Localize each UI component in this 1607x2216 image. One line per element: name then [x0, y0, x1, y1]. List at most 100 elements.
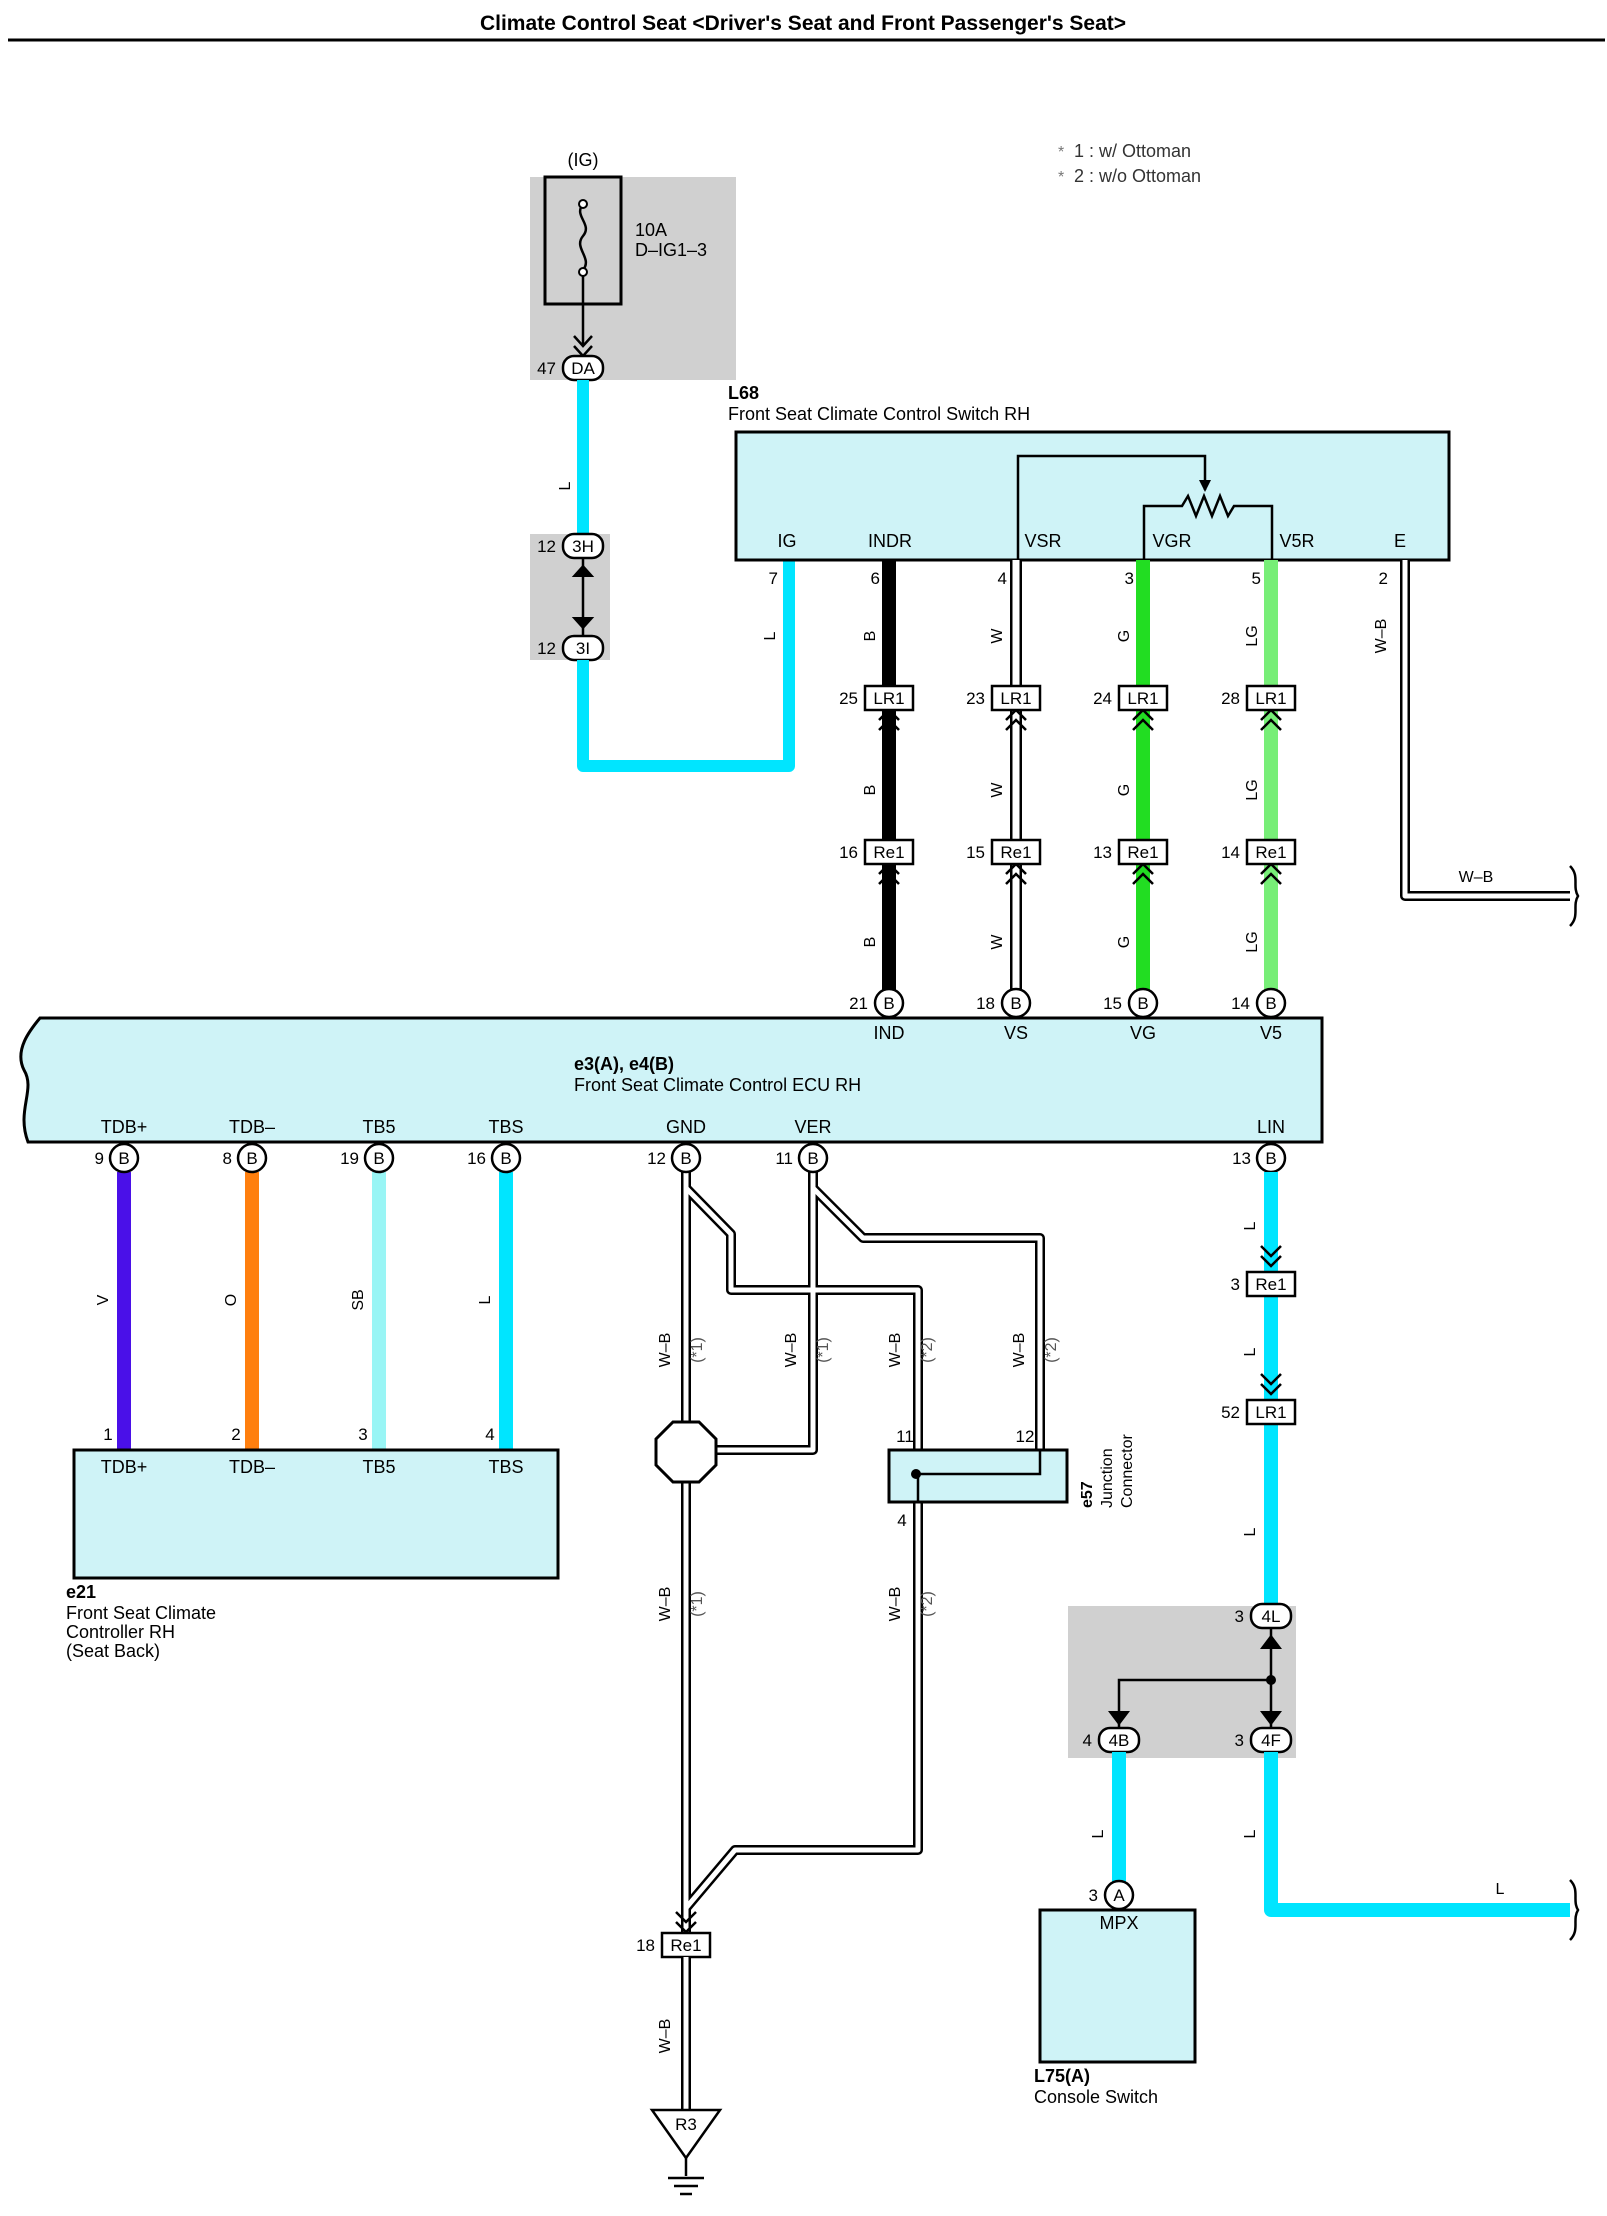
signal-wire-labels: B B B W W W G G G LG LG LG	[862, 625, 1261, 952]
ecu-box	[19, 1016, 1324, 1144]
label-gnd-wb-3: W–B	[657, 1587, 674, 1622]
ecu-pin-14-num: 14	[1231, 994, 1250, 1013]
ecu-pin-9	[108, 1142, 140, 1174]
ecu-pin-18-num: 18	[976, 994, 995, 1013]
lr1-pin-24: 24	[1093, 689, 1112, 708]
ecu-pin-8-num: 8	[223, 1149, 232, 1168]
e21-term-tdb-plus: TDB+	[101, 1457, 148, 1477]
lin-junction-arrows	[1108, 1634, 1282, 1726]
l68-term-e: E	[1394, 531, 1406, 551]
ecu-pin-18-conn: B	[1010, 994, 1021, 1013]
l68-term-vsr: VSR	[1024, 531, 1061, 551]
ecu-pin-15	[1127, 987, 1159, 1019]
inline-lr1-row: LR1 25 LR1 23 LR1 24 LR1 28	[839, 684, 1297, 731]
lr1-pin-25: 25	[839, 689, 858, 708]
l68-switch-box	[734, 430, 1451, 562]
ecu-pin-19	[363, 1142, 395, 1174]
re1-conn-14: Re1	[1255, 843, 1286, 862]
pot-wiper-arrow	[1199, 480, 1211, 492]
label-gnd-opt1-1: (*1)	[689, 1337, 706, 1363]
ecu-pin-16	[490, 1142, 522, 1174]
connector-4l-label: 4L	[1262, 1607, 1281, 1626]
label-indr-3: B	[862, 937, 879, 948]
label-gnd-wb-2: W–B	[887, 1333, 904, 1368]
e57-name-1: Junction	[1099, 1448, 1116, 1508]
ground-point-r3	[649, 2108, 723, 2161]
ecu-pin-13-conn: B	[1265, 1149, 1276, 1168]
ground-wires-wb	[683, 1172, 1043, 1950]
ecu-pin-19-num: 19	[340, 1149, 359, 1168]
label-out-wire-v: L	[1242, 1829, 1259, 1838]
e-wire-continuation-break	[1569, 865, 1580, 927]
re1-pin-16: 16	[839, 843, 858, 862]
label-v5r-1: LG	[1244, 625, 1261, 646]
lin-re1-connector	[1245, 1270, 1297, 1298]
lr1-conn-25: LR1	[873, 689, 904, 708]
e57-internal-bus	[916, 1450, 1042, 1476]
label-gnd-wb-4: W–B	[887, 1587, 904, 1622]
l75-name: Console Switch	[1034, 2087, 1158, 2107]
label-ver-wb-1: W–B	[783, 1333, 800, 1368]
label-out-wire-h: L	[1496, 1881, 1505, 1898]
e21-term-tdb-minus: TDB–	[229, 1457, 275, 1477]
ecu-pin-21	[873, 987, 905, 1019]
re1-connector-15	[990, 838, 1042, 866]
ecu-pin-11-num: 11	[775, 1149, 793, 1168]
wire-ig-l	[577, 560, 795, 772]
re1-connector-16	[863, 838, 915, 866]
re1-connector-14	[1245, 838, 1297, 866]
connector-3h-label: 3H	[572, 537, 594, 556]
e57-name-2: Connector	[1119, 1434, 1136, 1508]
ecu-term-tdb-plus: TDB+	[101, 1117, 148, 1137]
lin-re1-pin: 3	[1231, 1275, 1240, 1294]
label-lin-1: L	[1242, 1221, 1259, 1230]
note-1: 1 : w/ Ottoman	[1074, 141, 1191, 161]
ecu-bottom-labels: TDB+ TDB– TB5 TBS GND VER LIN	[101, 1117, 1285, 1137]
label-vgr-2: G	[1116, 784, 1133, 796]
note-2: 2 : w/o Ottoman	[1074, 166, 1201, 186]
label-v5r-3: LG	[1244, 931, 1261, 952]
ecu-pin-21-conn: B	[883, 994, 894, 1013]
inline-re1-row: Re1 16 Re1 15 Re1 13 Re1 14	[839, 838, 1297, 885]
l75-console-switch-box	[1038, 1908, 1197, 2064]
lr1-pin-28: 28	[1221, 689, 1240, 708]
ecu-pin-9-num: 9	[95, 1149, 104, 1168]
l68-pin-5: 5	[1252, 569, 1261, 588]
l68-term-vgr: VGR	[1152, 531, 1191, 551]
label-indr-2: B	[862, 785, 879, 796]
l68-pin-6: 6	[871, 569, 880, 588]
l68-pin-3: 3	[1125, 569, 1134, 588]
e21-pin-1: 1	[103, 1425, 112, 1444]
l68-id: L68	[728, 383, 759, 403]
wire-label-fuse: L	[557, 481, 574, 490]
l68-pin-7: 7	[769, 569, 778, 588]
ground-wire-labels: W–B (*1) W–B (*1) W–B (*2) W–B (*2) W–B …	[657, 1333, 1060, 1622]
label-vsr-2: W	[989, 782, 1006, 798]
ecu-pin-13-num: 13	[1232, 1149, 1251, 1168]
l75-id: L75(A)	[1034, 2066, 1090, 2086]
label-wire-sb: SB	[350, 1289, 367, 1310]
potentiometer-symbol	[1142, 492, 1274, 560]
ecu-term-lin: LIN	[1257, 1117, 1285, 1137]
ecu-pin-8	[236, 1142, 268, 1174]
ecu-pin-18	[1000, 987, 1032, 1019]
lr1-conn-23: LR1	[1000, 689, 1031, 708]
label-gnd-opt2-2: (*2)	[919, 1591, 936, 1617]
lr1-pin-23: 23	[966, 689, 985, 708]
lr1-connector-23	[990, 684, 1042, 712]
page-title: Climate Control Seat <Driver's Seat and …	[480, 12, 1126, 35]
signal-wires	[882, 560, 1278, 1002]
l68-name: Front Seat Climate Control Switch RH	[728, 404, 1030, 424]
ecu-pin-12-conn: B	[680, 1149, 691, 1168]
ecu-pin-11	[797, 1142, 829, 1174]
label-lin-3: L	[1242, 1527, 1259, 1536]
ecu-pin-16-num: 16	[467, 1149, 486, 1168]
e21-name-2: Controller RH	[66, 1622, 175, 1642]
label-e-wire: W–B	[1373, 619, 1390, 654]
ecu-term-ind: IND	[874, 1023, 905, 1043]
fuse-junction-block	[530, 177, 736, 380]
label-ground-wb: W–B	[657, 2019, 674, 2054]
lin-lr1-connector	[1245, 1398, 1297, 1426]
fuse-name: D–IG1–3	[635, 240, 707, 260]
